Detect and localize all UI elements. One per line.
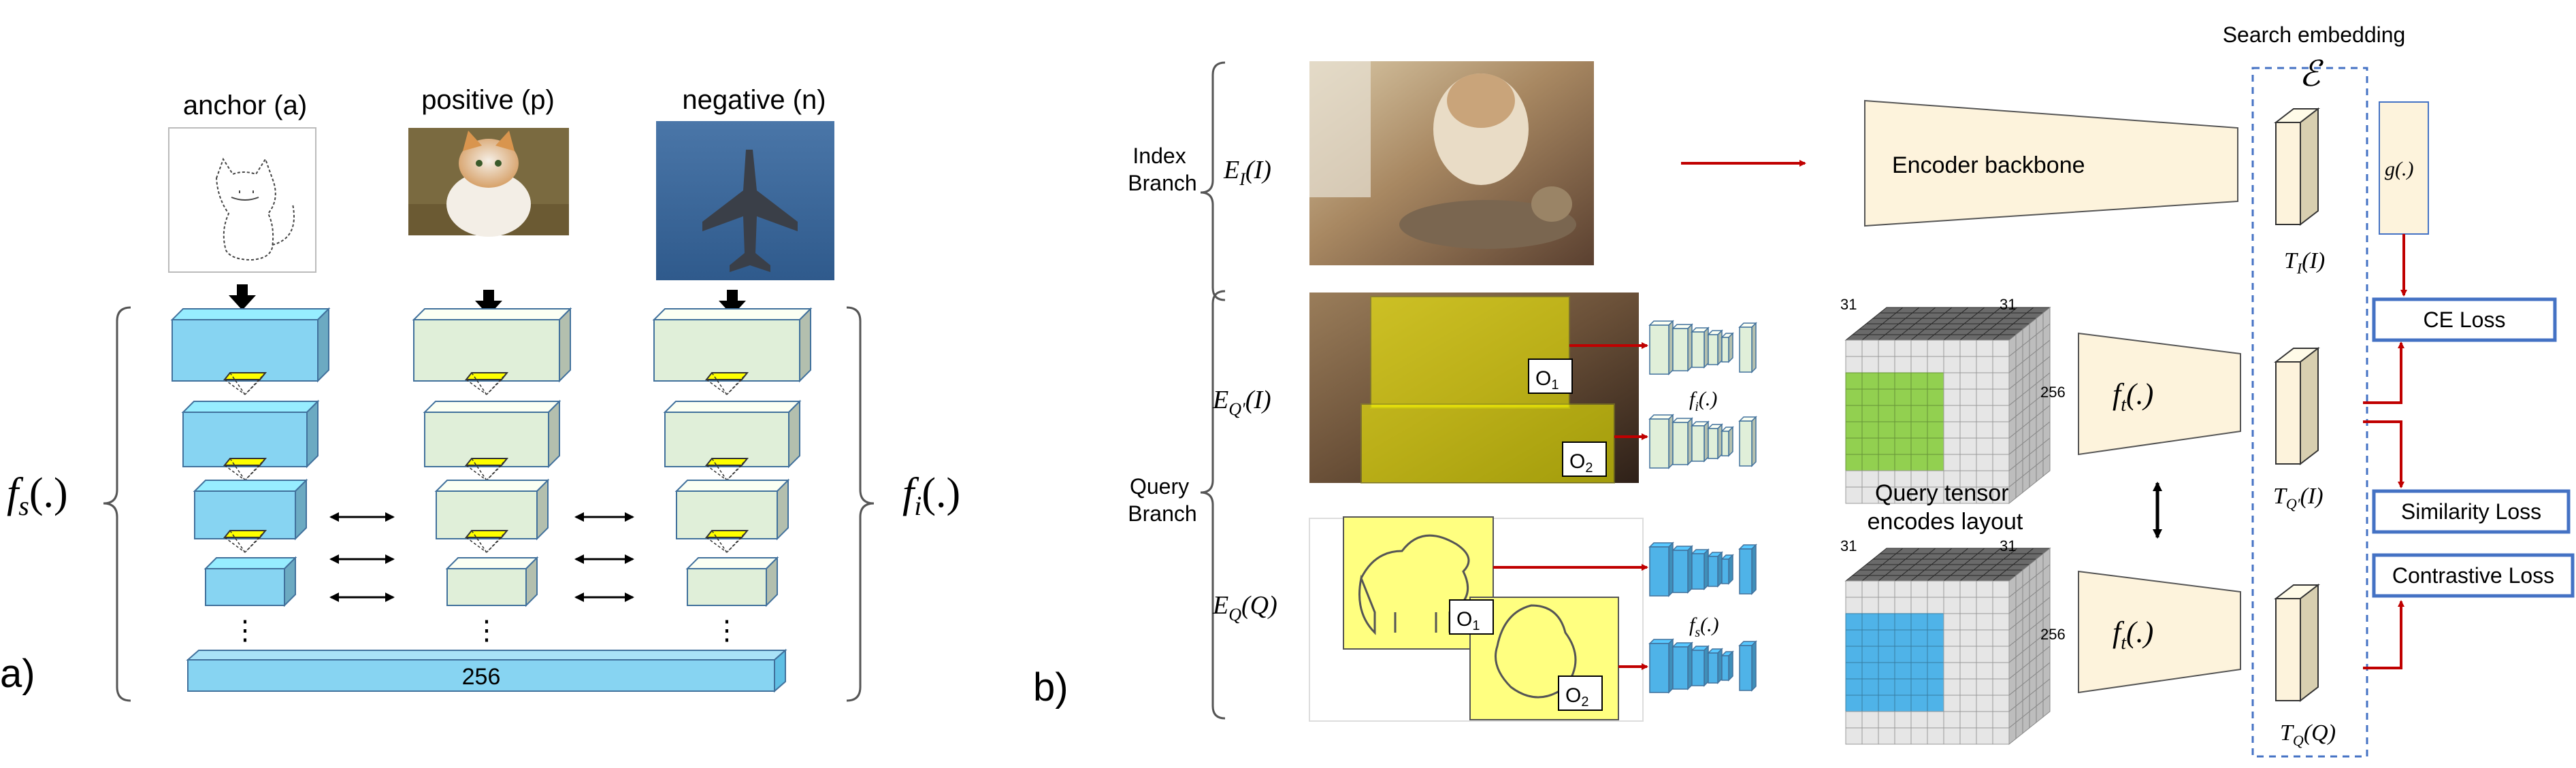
positive-cat-image — [408, 128, 569, 237]
g-label: g(.) — [2385, 158, 2413, 180]
index-bracket — [1200, 61, 1226, 301]
tqp-label: TQ′(I) — [2273, 484, 2324, 512]
cnn-columns: ⋮ ⋮ ⋮ — [170, 307, 813, 646]
anchor-sketch-image — [168, 127, 316, 273]
query-tensors — [1844, 306, 2051, 746]
anchor-label: anchor (a) — [183, 90, 307, 120]
negative-jet-image — [656, 121, 834, 280]
tq-label: TQ(Q) — [2280, 720, 2336, 749]
column-anchor: ⋮ — [170, 307, 331, 646]
panel-a: a) anchor (a) positive (p) negative (n) — [0, 85, 960, 702]
column-positive: ⋮ — [412, 307, 572, 646]
embedding-tqp — [2274, 346, 2320, 466]
index-branch-label: Index Branch — [1128, 144, 1196, 195]
ti-label: TI(I) — [2284, 248, 2325, 277]
search-embedding-box — [2251, 67, 2368, 758]
o2-label-photo: O2 — [1569, 450, 1593, 475]
tensor-photo-layout — [1844, 306, 2051, 505]
column-anchor-dots: ⋮ — [231, 616, 259, 646]
panel-a-label: a) — [0, 652, 35, 696]
column-positive-layer-2 — [423, 399, 561, 469]
loss-arrows — [2363, 234, 2407, 669]
tensor1-dim-b: 31 — [2000, 296, 2016, 313]
column-negative: ⋮ — [652, 307, 813, 646]
g-classifier: g(.) — [2379, 101, 2429, 235]
similarity-loss-label: Similarity Loss — [2401, 499, 2541, 524]
ft-encoder-bottom: ft(.) — [2078, 570, 2241, 694]
comparison-arrows — [329, 512, 634, 602]
fi-small-label: fi(.) — [1689, 388, 1717, 414]
search-embedding-title: Search embedding — [2223, 22, 2406, 47]
fs-small-label: fs(.) — [1689, 614, 1719, 640]
column-anchor-layer-4 — [203, 556, 297, 607]
sketch-layout: O1 O2 — [1309, 516, 1644, 722]
column-negative-layer-4 — [685, 556, 779, 607]
column-positive-dots: ⋮ — [473, 616, 500, 646]
query-bracket — [1200, 290, 1226, 720]
column-negative-layer-1 — [652, 307, 813, 383]
left-bracket — [103, 306, 131, 702]
tensor1-dim-c: 256 — [2040, 384, 2066, 401]
encoder-fs-o1 — [1648, 541, 1757, 597]
eq-label: EQ(Q) — [1212, 591, 1277, 624]
ft-top-label: ft(.) — [2113, 378, 2153, 416]
o2-label-sketch: O2 — [1565, 684, 1588, 709]
tensor2-dim-a: 31 — [1840, 537, 1857, 554]
positive-label: positive (p) — [421, 85, 555, 115]
similarity-loss-box: Similarity Loss — [2372, 489, 2571, 534]
tensor-sketch-layout — [1844, 547, 2051, 746]
panel-b-label: b) — [1033, 665, 1069, 709]
ft-encoder-top: ft(.) — [2078, 332, 2241, 456]
contrastive-loss-label: Contrastive Loss — [2392, 563, 2554, 588]
tensor2-dim-b: 31 — [2000, 537, 2016, 554]
column-anchor-layer-3 — [193, 478, 308, 541]
query-branch-label: Query Branch — [1128, 474, 1196, 526]
eqp-label: EQ′(I) — [1212, 386, 1271, 419]
tensor1-dim-a: 31 — [1840, 296, 1857, 313]
negative-label: negative (n) — [682, 85, 826, 115]
ei-label: EI(I) — [1223, 156, 1271, 189]
embedding-tq — [2274, 583, 2320, 703]
panel-b: b) Index Branch Query Branch EI(I) EQ′(I… — [1033, 22, 2575, 758]
encoder-fs-o2 — [1648, 638, 1757, 694]
tensor2-dim-c: 256 — [2040, 626, 2066, 643]
bottom-bar-label: 256 — [462, 664, 501, 690]
o1-label-photo: O1 — [1535, 367, 1559, 393]
contrastive-loss-box: Contrastive Loss — [2372, 553, 2575, 598]
o1-label-sketch: O1 — [1456, 608, 1480, 633]
encoder-fi-o2 — [1648, 414, 1757, 469]
ft-bottom-label: ft(.) — [2113, 616, 2153, 654]
ce-loss-box: CE Loss — [2372, 297, 2557, 342]
query-photo: O1 O2 — [1309, 293, 1639, 484]
fi-label: fi(.) — [902, 470, 960, 521]
column-negative-dots: ⋮ — [713, 616, 740, 646]
input-arrows — [229, 284, 746, 316]
column-anchor-layer-2 — [181, 399, 320, 469]
embedding-ti — [2274, 107, 2320, 227]
fs-label: fs(.) — [7, 470, 68, 521]
column-positive-layer-4 — [445, 556, 539, 607]
right-bracket — [846, 306, 875, 702]
encoder-fi-o1 — [1648, 320, 1757, 375]
encoder-backbone: Encoder backbone — [1864, 99, 2238, 227]
column-positive-layer-1 — [412, 307, 572, 383]
encoder-backbone-label: Encoder backbone — [1892, 152, 2085, 178]
column-negative-layer-2 — [663, 399, 802, 469]
object-encoders — [1648, 320, 1757, 694]
bottom-256-bar: 256 — [186, 648, 787, 693]
query-tensor-caption: Query tensor encodes layout — [1868, 480, 2023, 535]
ce-loss-label: CE Loss — [2424, 307, 2506, 332]
index-photo — [1309, 61, 1594, 265]
object-arrows — [1493, 160, 1806, 670]
column-anchor-layer-1 — [170, 307, 331, 383]
search-embedding-symbol: ℰ — [2299, 55, 2324, 94]
